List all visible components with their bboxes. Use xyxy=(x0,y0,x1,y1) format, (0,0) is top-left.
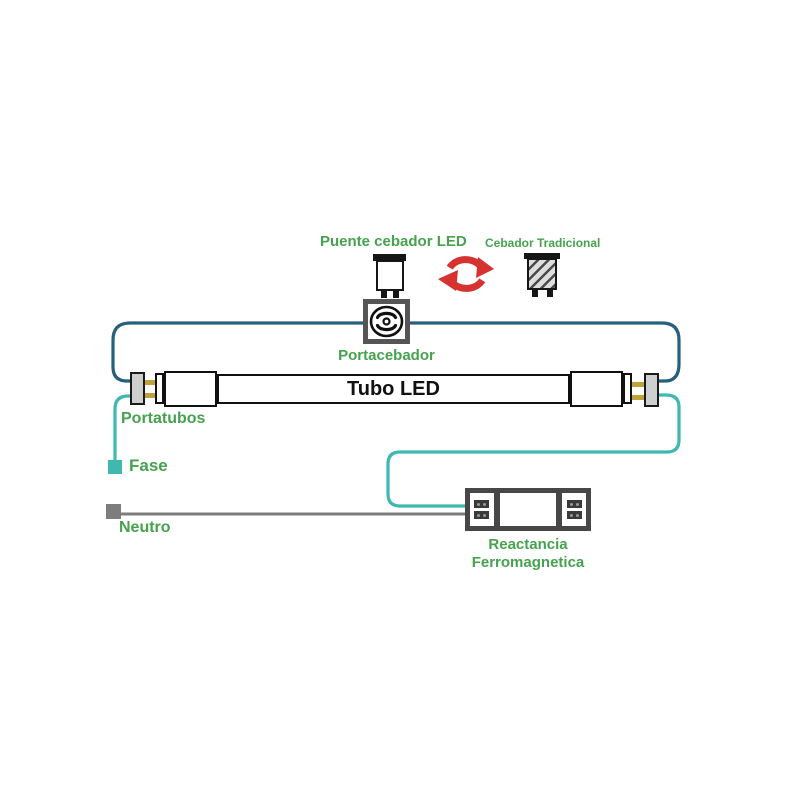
reactancia-terminal xyxy=(567,511,582,519)
label-reactancia: Reactancia Ferromagnetica xyxy=(448,536,608,572)
led-starter-body xyxy=(376,260,404,291)
label-reactancia-line2: Ferromagnetica xyxy=(471,554,585,571)
reactancia-divider xyxy=(494,493,500,526)
reactancia-terminal xyxy=(567,500,582,508)
tube-pin xyxy=(144,380,156,385)
label-neutro: Neutro xyxy=(119,519,171,536)
label-cebador-tradicional: Cebador Tradicional xyxy=(485,236,601,250)
tube-holder-right xyxy=(644,373,659,407)
tube-endplate-right xyxy=(623,373,632,404)
wire-teal-phase-left xyxy=(113,394,134,462)
label-portacebador: Portacebador xyxy=(338,347,435,364)
label-puente-cebador-led: Puente cebador LED xyxy=(320,233,467,250)
label-tubo-led: Tubo LED xyxy=(347,377,440,400)
label-portatubos: Portatubos xyxy=(121,410,206,427)
portacebador-socket xyxy=(363,299,410,344)
tube-endplate-left xyxy=(155,373,164,404)
tube-holder-left xyxy=(130,372,145,405)
swap-arrows-icon xyxy=(438,256,494,292)
led-starter-cap xyxy=(373,254,406,261)
tube-pin xyxy=(632,395,644,400)
traditional-starter-cap xyxy=(524,253,560,259)
neutro-terminal xyxy=(106,504,121,519)
starter-socket-icon xyxy=(369,305,404,338)
tube-led: Tubo LED xyxy=(217,374,570,404)
traditional-starter-foot xyxy=(532,290,538,297)
reactancia-terminal xyxy=(474,500,489,508)
reactancia-divider xyxy=(556,493,562,526)
traditional-starter-foot xyxy=(547,290,553,297)
wire-teal-right-to-ballast xyxy=(386,393,681,508)
tube-pin xyxy=(144,393,156,398)
fase-terminal xyxy=(108,460,122,474)
tube-endcap-right xyxy=(570,371,623,407)
traditional-starter-body xyxy=(527,258,557,290)
tube-endcap-left xyxy=(164,371,217,407)
reactancia-terminal xyxy=(474,511,489,519)
tube-pin xyxy=(632,382,644,387)
label-reactancia-line1: Reactancia xyxy=(488,536,568,553)
label-fase: Fase xyxy=(129,456,168,475)
led-starter-foot xyxy=(393,291,399,298)
reactancia-ballast xyxy=(465,488,591,531)
led-starter-foot xyxy=(381,291,387,298)
